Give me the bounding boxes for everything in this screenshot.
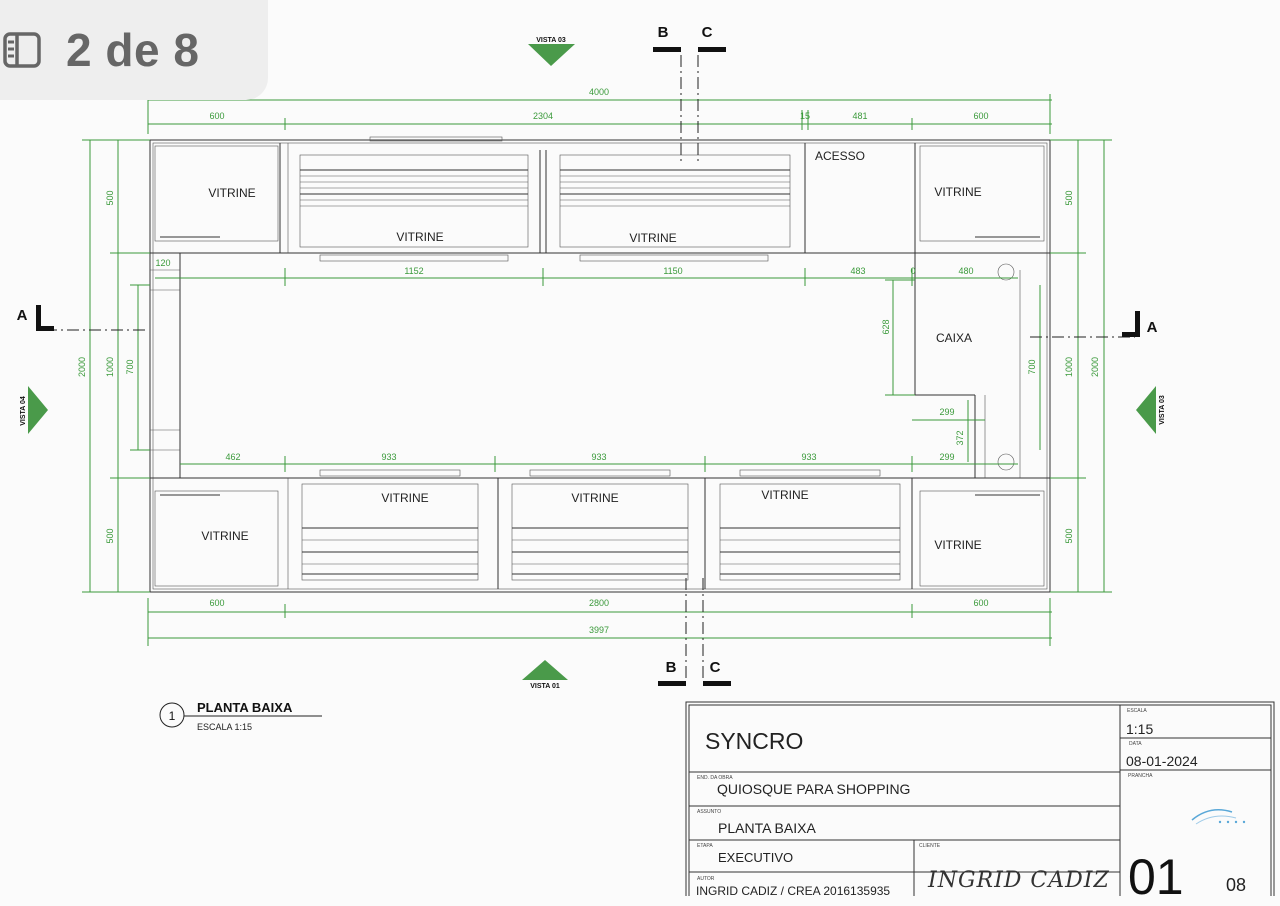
view-marker-left-label: VISTA 04 [20,396,27,426]
dim-top-15: 15 [800,111,810,121]
label-vitrine-bottom-left: VITRINE [201,529,248,543]
caption-title: PLANTA BAIXA [197,700,293,715]
value-autor: INGRID CADIZ / CREA 2016135935 [696,884,891,898]
caption-number-circle [159,702,185,728]
label-assunto: ASSUNTO [697,809,722,815]
dim-bottom-600-right: 600 [973,598,988,608]
label-end-obra: END. DA OBRA [697,775,733,781]
dim-bottom-2800: 2800 [589,598,609,608]
sheet-number: 01 [1128,849,1184,905]
label-cliente: CLIENTE [919,843,941,849]
dim-bottom-600-left: 600 [209,598,224,608]
caption-scale: ESCALA 1:15 [197,722,252,732]
section-b-top: B [658,24,669,41]
dim-inner-480: 480 [958,266,973,276]
label-caixa: CAIXA [936,331,972,345]
value-escala: 1:15 [1126,721,1154,737]
view-marker-top-triangle [528,44,575,66]
dim-right-500-bottom: 500 [1064,528,1074,543]
sidebar-panel-icon[interactable] [2,30,42,70]
value-end-obra: QUIOSQUE PARA SHOPPING [717,781,911,797]
view-marker-top-label: VISTA 03 [536,37,566,44]
label-data: DATA [1129,741,1142,747]
label-acesso: ACESSO [815,149,865,163]
label-vitrine-bottom-right: VITRINE [934,538,981,552]
dim-bottom-inner-462: 462 [225,452,240,462]
label-vitrine-bottom-2: VITRINE [571,491,618,505]
dim-bottom-inner-933b: 933 [591,452,606,462]
view-marker-bottom-label: VISTA 01 [530,683,560,690]
dim-caixa-628: 628 [881,319,891,334]
dim-left-700: 700 [125,359,135,374]
page-indicator-text: 2 de 8 [66,24,200,76]
section-cut-lines [36,47,1140,686]
kiosk-outline [149,136,1051,593]
company-logo [1191,809,1233,821]
value-etapa: EXECUTIVO [718,850,794,865]
label-prancha: PRANCHA [1128,773,1153,779]
view-marker-bottom-triangle [522,660,568,680]
section-a-left: A [17,307,28,324]
dim-inner-120: 120 [155,258,170,268]
sheet-total: 08 [1226,875,1247,895]
view-marker-left-triangle [28,386,48,434]
dim-top-481: 481 [852,111,867,121]
label-vitrine-top-1: VITRINE [396,230,443,244]
label-vitrine-top-left: VITRINE [208,186,255,200]
dim-right-1000: 1000 [1064,357,1074,377]
dim-inner-1150: 1150 [663,266,682,276]
dim-overall-bottom: 3997 [589,625,609,635]
label-etapa: ETAPA [697,843,713,849]
dim-caixa-299a: 299 [939,407,954,417]
dim-left-1000: 1000 [105,357,115,377]
dim-left-500-bottom: 500 [105,528,115,543]
dim-left-500-top: 500 [105,190,115,205]
section-a-right: A [1147,319,1158,336]
dim-right-700: 700 [1027,359,1037,374]
dim-top-600-right: 600 [973,111,988,121]
value-assunto: PLANTA BAIXA [718,820,816,836]
dim-bottom-inner-933a: 933 [381,452,396,462]
title-company: SYNCRO [705,728,804,754]
page-indicator[interactable]: 2 de 8 [0,0,268,100]
dim-left-2000: 2000 [77,357,87,377]
dim-inner-1152: 1152 [404,266,423,276]
section-b-bottom: B [666,659,677,676]
label-vitrine-top-2: VITRINE [629,231,676,245]
dim-bottom-inner-933c: 933 [801,452,816,462]
section-c-bottom: C [710,659,721,676]
section-c-top: C [702,24,713,41]
dim-inner-483: 483 [850,266,865,276]
dim-caixa-299b: 299 [939,452,954,462]
label-autor: AUTOR [697,876,715,882]
dimension-lines [82,94,1112,646]
view-marker-right-triangle [1136,386,1156,434]
label-vitrine-bottom-1: VITRINE [381,491,428,505]
dim-right-2000: 2000 [1090,357,1100,377]
dim-right-500-top: 500 [1064,190,1074,205]
dim-inner-0: 0 [910,266,915,276]
caption-number: 1 [169,709,176,723]
label-vitrine-bottom-3: VITRINE [761,488,808,502]
dim-caixa-372: 372 [955,430,965,445]
label-escala: ESCALA [1127,708,1147,714]
dim-top-2304: 2304 [533,111,553,121]
value-data: 08-01-2024 [1126,753,1198,769]
dim-top-600-left: 600 [209,111,224,121]
dim-overall-top: 4000 [589,87,609,97]
label-vitrine-top-right: VITRINE [934,185,981,199]
title-block-frame [685,701,1275,896]
view-marker-right-label: VISTA 03 [1159,395,1166,425]
signature: INGRID CADIZ [928,868,1110,893]
